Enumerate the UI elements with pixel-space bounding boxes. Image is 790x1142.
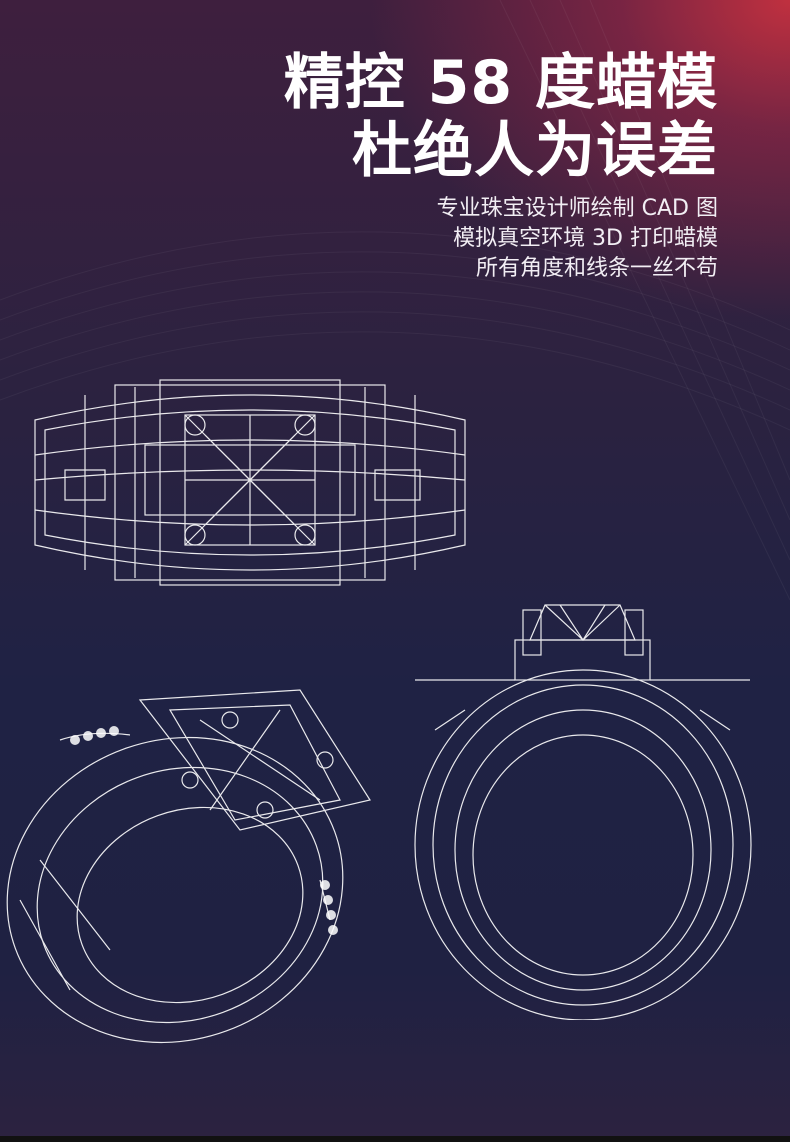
bottom-strip	[0, 1136, 790, 1142]
headline-line-1: 精控 58 度蜡模	[283, 48, 718, 118]
headline-line-2: 杜绝人为误差	[352, 116, 718, 186]
ring-side-view-wireframe	[414, 604, 752, 1020]
subtitle-line-3: 所有角度和线条一丝不苟	[475, 256, 718, 281]
ring-top-view-wireframe	[34, 379, 466, 586]
subtitle-line-2: 模拟真空环境 3D 打印蜡模	[453, 226, 718, 251]
subtitle-line-1: 专业珠宝设计师绘制 CAD 图	[436, 196, 718, 221]
ring-perspective-wireframe	[6, 689, 371, 1044]
